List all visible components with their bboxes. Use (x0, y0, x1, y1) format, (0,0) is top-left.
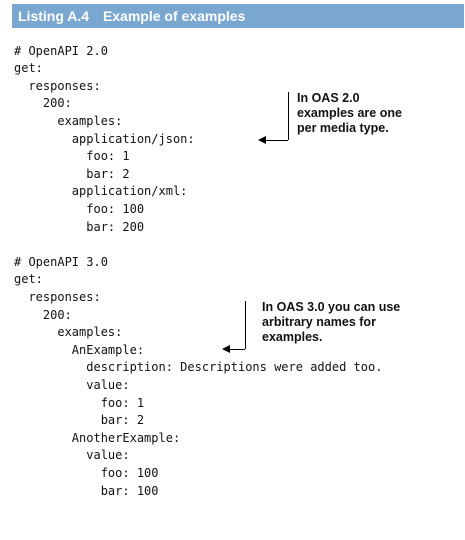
callout-oas3-leader (230, 349, 245, 350)
code-line: foo: 1 (14, 149, 130, 163)
annotation-oas3: In OAS 3.0 you can use arbitrary names f… (262, 300, 400, 345)
callout-oas2-leader (266, 140, 288, 141)
code-line: bar: 200 (14, 220, 145, 234)
arrow-left-icon (258, 136, 266, 144)
code-line: # OpenAPI 3.0 (14, 255, 108, 269)
code-line: foo: 100 (14, 466, 159, 480)
code-line: foo: 100 (14, 202, 145, 216)
listing-header: Listing A.4 Example of examples (12, 4, 464, 28)
annotation-oas2-line: per media type. (297, 121, 389, 135)
code-line: description: Descriptions were added too… (14, 360, 383, 374)
code-line: 200: (14, 308, 72, 322)
code-line: foo: 1 (14, 396, 145, 410)
callout-oas2-bracket (288, 92, 289, 140)
annotation-oas3-line: arbitrary names for (262, 315, 376, 329)
code-line: application/json: (14, 132, 195, 146)
listing-title: Example of examples (102, 8, 246, 24)
code-line: 200: (14, 96, 72, 110)
code-line: bar: 2 (14, 167, 130, 181)
code-line: value: (14, 448, 130, 462)
code-line: examples: (14, 114, 123, 128)
code-line: bar: 100 (14, 484, 159, 498)
code-line: get: (14, 272, 43, 286)
annotation-oas2-line: examples are one (297, 106, 402, 120)
annotation-oas2-line: In OAS 2.0 (297, 91, 360, 105)
code-line: # OpenAPI 2.0 (14, 44, 108, 58)
listing-number: Listing A.4 (18, 8, 90, 24)
code-line: examples: (14, 325, 123, 339)
code-line: responses: (14, 290, 101, 304)
code-line: AnExample: (14, 343, 145, 357)
code-line: value: (14, 378, 130, 392)
annotation-oas3-line: examples. (262, 330, 323, 344)
code-line: bar: 2 (14, 413, 145, 427)
annotation-oas2: In OAS 2.0 examples are one per media ty… (297, 91, 402, 136)
code-line: responses: (14, 79, 101, 93)
callout-oas3-bracket (245, 301, 246, 349)
code-line: application/xml: (14, 184, 188, 198)
arrow-left-icon (222, 345, 230, 353)
annotation-oas3-line: In OAS 3.0 you can use (262, 300, 401, 314)
code-line: get: (14, 61, 43, 75)
code-line: AnotherExample: (14, 431, 181, 445)
